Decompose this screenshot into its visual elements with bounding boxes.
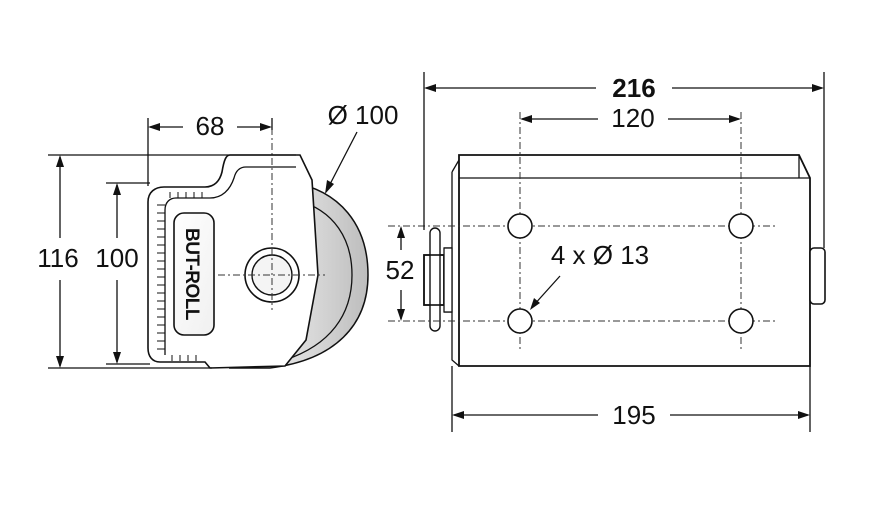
height-100-label: 100 [95, 243, 138, 273]
mount-hole [728, 308, 754, 334]
hole-spacing-52-label: 52 [386, 255, 415, 285]
brand-plate [173, 212, 215, 336]
height-116-label: 116 [37, 243, 78, 273]
length-195-label: 195 [612, 400, 655, 430]
mount-hole [507, 213, 533, 239]
bracket-inner-edge [164, 166, 296, 355]
bracket-hatching [157, 192, 203, 361]
length-216-label: 216 [612, 73, 655, 103]
plan-view: 216 120 52 4 x Ø 13 195 [386, 72, 826, 432]
width-68-label: 68 [196, 111, 225, 141]
wheel-inner-rim [284, 199, 353, 361]
mount-hole [507, 308, 533, 334]
left-pin-shaft [429, 227, 441, 332]
hole-spacing-120-label: 120 [611, 103, 654, 133]
base-plate-edge-left [451, 159, 460, 367]
holes-4x13-label: 4 x Ø 13 [551, 240, 649, 270]
side-view: BUT-ROLL 68 Ø 100 116 100 [37, 100, 399, 369]
wheel-diameter-label: Ø 100 [328, 100, 399, 130]
mount-hole [728, 213, 754, 239]
right-axle-boss [809, 247, 826, 305]
brand-label: BUT-ROLL [181, 228, 202, 321]
